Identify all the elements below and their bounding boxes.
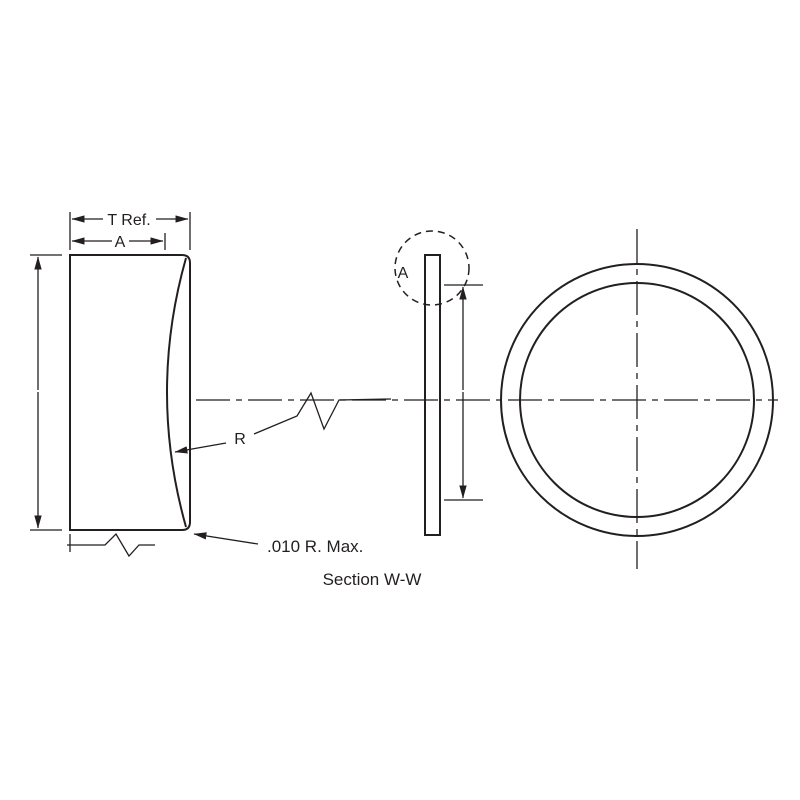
- label-dim-a: A: [115, 234, 126, 251]
- label-section-title: Section W-W: [323, 570, 422, 589]
- corner-radius-leader: [193, 532, 259, 545]
- label-corner-radius-note: .010 R. Max.: [267, 537, 363, 556]
- drawing-lines: [30, 212, 778, 569]
- drawing-labels: T Ref. A R A .010 R. Max. Section W-W: [107, 212, 421, 589]
- edge-view-rect: [424, 254, 441, 536]
- label-thickness-ref: T Ref.: [107, 212, 150, 229]
- concave-surface-curve: [166, 257, 187, 528]
- section-outline: [69, 254, 191, 531]
- radius-leader-zigzag: [253, 391, 392, 435]
- detail-circle: [394, 230, 470, 306]
- label-detail-a: A: [398, 265, 409, 282]
- break-line: [67, 532, 155, 558]
- label-radius: R: [234, 431, 246, 448]
- outer-circle: [500, 263, 774, 537]
- radius-leader-arrow: [174, 442, 227, 454]
- inner-circle: [519, 282, 755, 518]
